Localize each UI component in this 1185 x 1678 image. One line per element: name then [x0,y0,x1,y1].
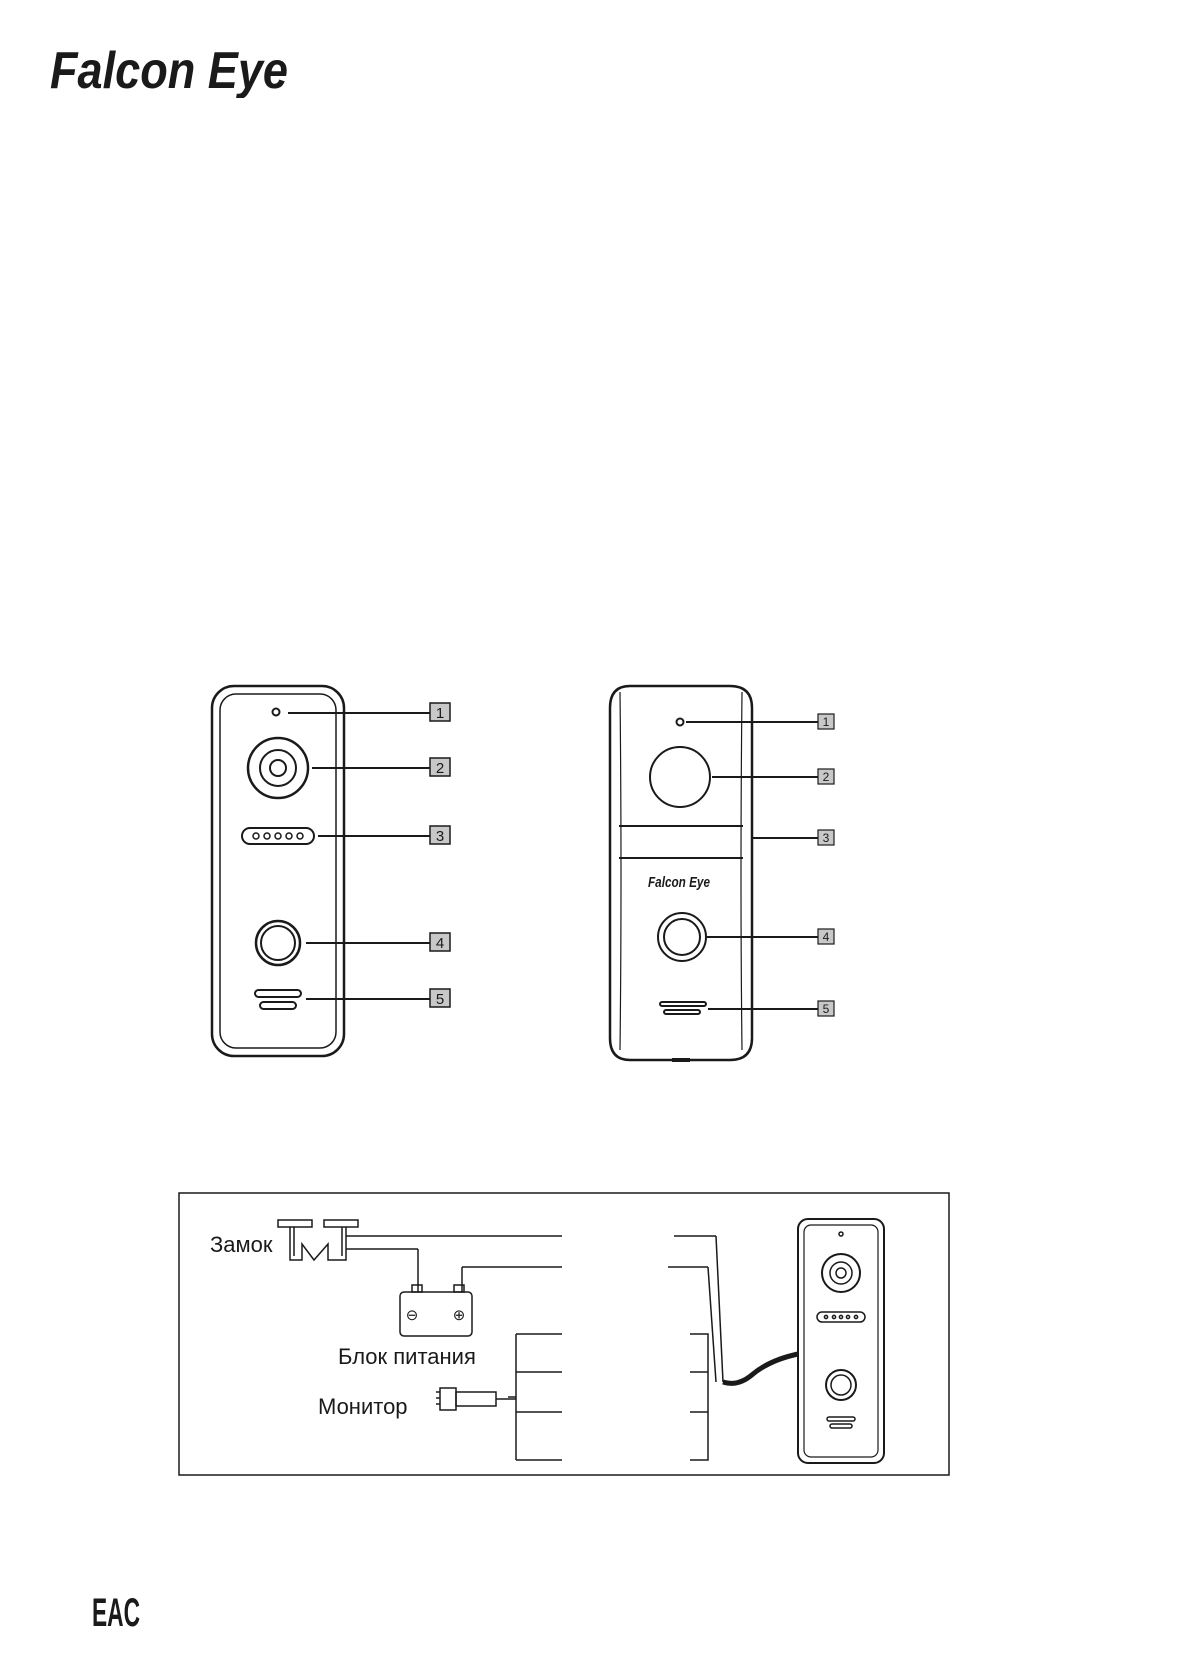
monitor-connector-icon [436,1387,516,1411]
callout-4: 4 [823,930,830,944]
speaker-icon [659,1001,707,1007]
brand-name: Falcon Eye [50,42,288,98]
callout-1: 1 [823,715,830,729]
power-minus-icon: ⊖ [406,1307,419,1324]
callout-3: 3 [823,831,830,845]
lock-icon [277,1219,359,1262]
sensor-icon [271,707,281,717]
speaker-icon [254,989,302,998]
camera-window-icon [649,746,711,808]
callout-4: 4 [436,935,444,952]
falcon-eye-logo-icon: Falcon Eye [50,42,288,100]
eac-mark-icon: EAC [92,1591,140,1635]
call-button-icon [254,919,302,967]
sensor-icon [675,717,685,727]
ir-led-strip [241,827,315,845]
camera-icon [246,736,310,800]
wiring-frame [178,1192,950,1476]
monitor-label: Монитор [318,1394,408,1419]
power-plus-icon: ⊕ [453,1307,466,1324]
callout-5: 5 [436,991,444,1008]
callout-5: 5 [823,1002,830,1016]
eac-text: EAC [92,1591,140,1630]
callout-2: 2 [436,760,444,777]
eac-mark: EAC [92,1590,142,1635]
device-right [608,684,818,1062]
wiring-diagram: ⊖ ⊕ Замок Блок питания Монитор [178,1192,950,1476]
device-left [210,684,430,1058]
callouts-left: 1 2 3 4 5 [429,702,451,1008]
callout-1: 1 [436,705,444,722]
lock-label: Замок [210,1232,273,1257]
brand-logo: Falcon Eye [50,38,290,100]
device-front-views: Falcon Eye 1 2 3 4 5 1 2 3 4 5 [210,684,835,1062]
callout-3: 3 [436,828,444,845]
power-label: Блок питания [338,1344,476,1369]
device-logo: Falcon Eye [648,874,710,891]
callouts-right: 1 2 3 4 5 [817,713,835,1017]
power-supply-icon [399,1284,473,1337]
wiring-device-icon [797,1218,885,1464]
call-button-icon [657,912,707,962]
callout-2: 2 [823,770,830,784]
